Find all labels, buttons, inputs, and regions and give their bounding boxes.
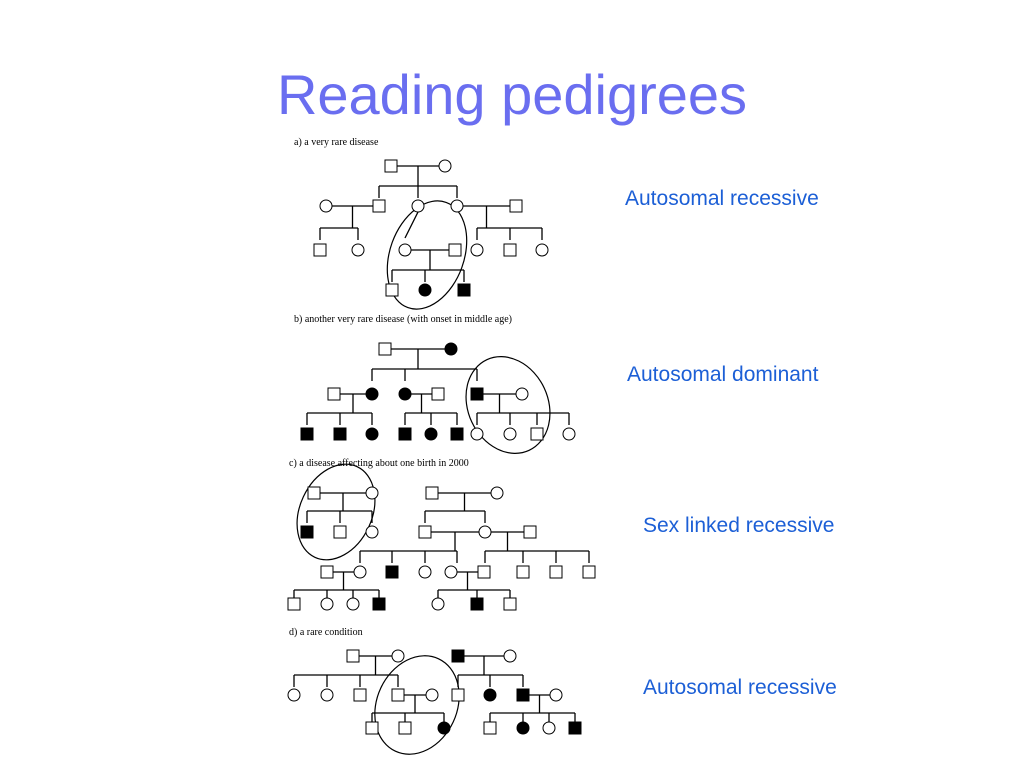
female-circle	[503, 427, 517, 441]
female-circle	[431, 597, 445, 611]
affected-male-square	[300, 427, 314, 441]
male-square	[509, 199, 523, 213]
affected-female-circle	[418, 283, 432, 297]
slide-title: Reading pedigrees	[276, 63, 748, 126]
female-circle	[365, 525, 379, 539]
caption-b: b) another very rare disease (with onset…	[294, 314, 512, 325]
affected-female-circle	[424, 427, 438, 441]
male-square	[313, 243, 327, 257]
male-square	[516, 565, 530, 579]
female-circle	[490, 486, 504, 500]
caption-a: a) a very rare disease	[294, 137, 379, 148]
male-square	[372, 199, 386, 213]
female-circle	[515, 387, 529, 401]
female-circle	[478, 525, 492, 539]
affected-female-circle	[516, 721, 530, 735]
caption-d: d) a rare condition	[289, 627, 363, 638]
highlight-oval	[465, 356, 551, 454]
male-square	[582, 565, 596, 579]
affected-male-square	[333, 427, 347, 441]
male-square	[477, 565, 491, 579]
female-circle	[353, 565, 367, 579]
female-circle	[470, 243, 484, 257]
highlight-oval	[374, 655, 460, 755]
female-circle	[542, 721, 556, 735]
affected-male-square	[300, 525, 314, 539]
affected-female-circle	[483, 688, 497, 702]
answer-label-a: Autosomal recessive	[625, 187, 819, 210]
male-square	[530, 427, 544, 441]
female-circle	[450, 199, 464, 213]
female-circle	[411, 199, 425, 213]
affected-female-circle	[398, 387, 412, 401]
affected-male-square	[470, 597, 484, 611]
caption-c: c) a disease affecting about one birth i…	[289, 458, 469, 469]
male-square	[483, 721, 497, 735]
female-circle	[418, 565, 432, 579]
female-circle	[287, 688, 301, 702]
female-circle	[470, 427, 484, 441]
male-square	[385, 283, 399, 297]
highlight-oval	[296, 463, 376, 561]
male-square	[425, 486, 439, 500]
male-square	[287, 597, 301, 611]
female-circle	[320, 688, 334, 702]
male-square	[365, 721, 379, 735]
female-circle	[562, 427, 576, 441]
pedigree-line	[404, 211, 419, 239]
female-circle	[351, 243, 365, 257]
affected-male-square	[450, 427, 464, 441]
male-square	[353, 688, 367, 702]
male-square	[378, 342, 392, 356]
female-circle	[425, 688, 439, 702]
female-circle	[549, 688, 563, 702]
affected-female-circle	[365, 387, 379, 401]
female-circle	[438, 159, 452, 173]
affected-female-circle	[444, 342, 458, 356]
affected-female-circle	[437, 721, 451, 735]
affected-male-square	[372, 597, 386, 611]
male-square	[391, 688, 405, 702]
male-square	[523, 525, 537, 539]
affected-male-square	[398, 427, 412, 441]
affected-male-square	[470, 387, 484, 401]
affected-male-square	[385, 565, 399, 579]
answer-label-c: Sex linked recessive	[643, 514, 835, 537]
male-square	[503, 243, 517, 257]
male-square	[448, 243, 462, 257]
female-circle	[444, 565, 458, 579]
affected-male-square	[451, 649, 465, 663]
affected-male-square	[568, 721, 582, 735]
female-circle	[398, 243, 412, 257]
female-circle	[503, 649, 517, 663]
male-square	[346, 649, 360, 663]
female-circle	[319, 199, 333, 213]
affected-female-circle	[365, 427, 379, 441]
male-square	[320, 565, 334, 579]
male-square	[549, 565, 563, 579]
male-square	[431, 387, 445, 401]
female-circle	[365, 486, 379, 500]
answer-label-b: Autosomal dominant	[627, 363, 819, 386]
highlight-oval	[386, 200, 468, 310]
female-circle	[320, 597, 334, 611]
male-square	[307, 486, 321, 500]
male-square	[398, 721, 412, 735]
male-square	[333, 525, 347, 539]
male-square	[418, 525, 432, 539]
female-circle	[346, 597, 360, 611]
male-square	[451, 688, 465, 702]
female-circle	[535, 243, 549, 257]
male-square	[503, 597, 517, 611]
female-circle	[391, 649, 405, 663]
male-square	[384, 159, 398, 173]
affected-male-square	[457, 283, 471, 297]
answer-label-d: Autosomal recessive	[643, 676, 837, 699]
male-square	[327, 387, 341, 401]
affected-male-square	[516, 688, 530, 702]
